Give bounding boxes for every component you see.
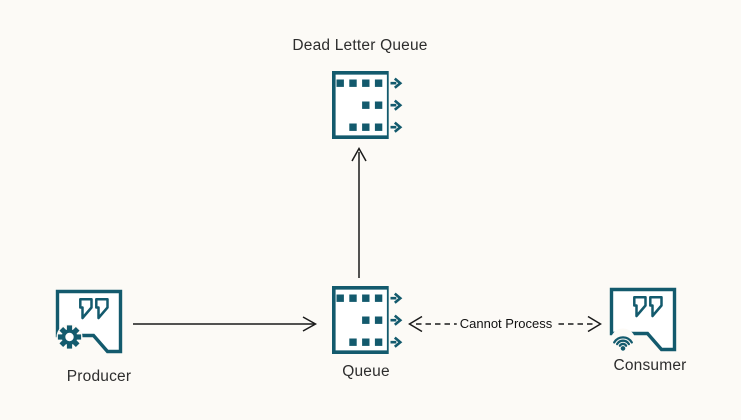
- dead-letter-queue-icon: [329, 69, 403, 141]
- cannot-process-edge-label: Cannot Process: [456, 316, 556, 331]
- producer-label: Producer: [66, 368, 132, 385]
- dead-letter-queue-label: Dead Letter Queue: [292, 37, 428, 54]
- producer-message-icon: [54, 288, 126, 358]
- queue-label: Queue: [342, 363, 390, 380]
- gear-icon: [56, 324, 83, 350]
- consumer-label: Consumer: [613, 357, 687, 374]
- arrow-producer-to-queue: [133, 316, 318, 332]
- queue-icon: [329, 284, 403, 356]
- wifi-icon: [610, 328, 636, 354]
- arrow-queue-to-dead-letter-queue: [351, 146, 367, 278]
- consumer-message-icon: [608, 286, 680, 354]
